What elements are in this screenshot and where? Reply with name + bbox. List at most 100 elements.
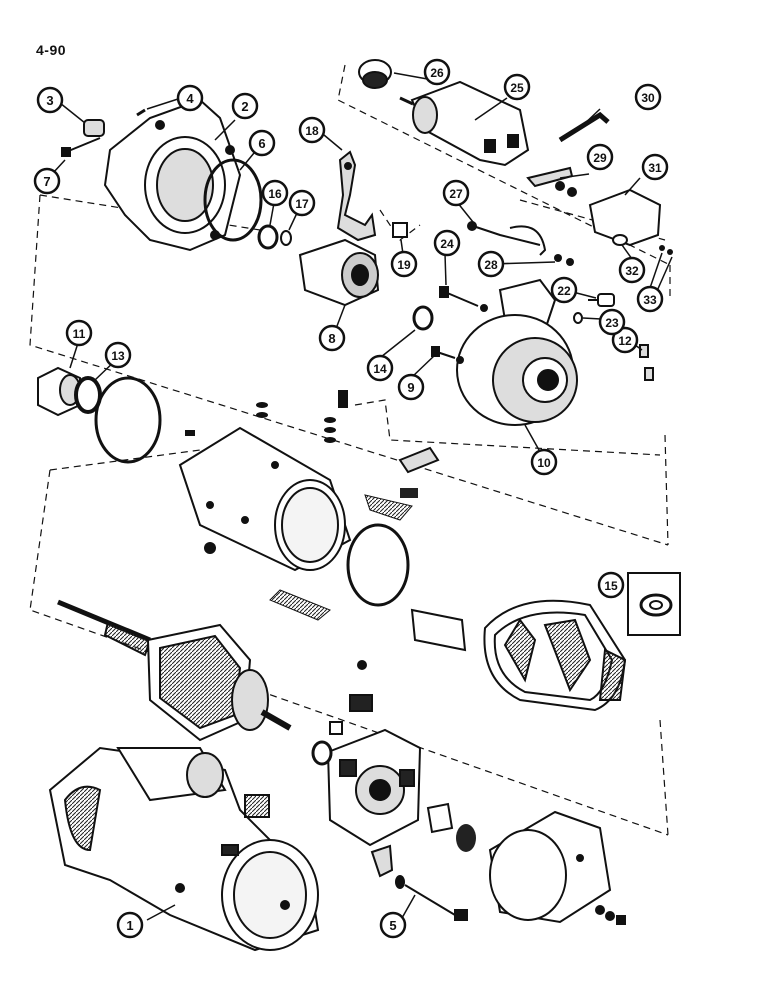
lockwasher-5	[395, 875, 405, 889]
callout-label-25: 25	[510, 81, 524, 95]
pole-shoe	[410, 608, 467, 652]
callout-6: 6	[248, 129, 276, 157]
field-insulator	[400, 488, 418, 498]
snap-ring-17	[280, 230, 292, 246]
callout-label-17: 17	[295, 197, 309, 211]
end-bushing	[426, 802, 454, 834]
callout-18: 18	[298, 116, 326, 144]
callout-label-19: 19	[397, 258, 411, 272]
thrust-washer	[311, 740, 333, 766]
callout-25: 25	[503, 73, 531, 101]
callout-label-27: 27	[449, 187, 463, 201]
callout-label-18: 18	[305, 124, 319, 138]
callout-label-32: 32	[625, 264, 639, 278]
callout-26: 26	[423, 58, 451, 86]
callout-30: 30	[634, 83, 662, 111]
cap-screw-b	[605, 911, 615, 921]
callout-3: 3	[36, 86, 64, 114]
callout-label-16: 16	[268, 187, 282, 201]
callout-1: 1	[116, 911, 144, 939]
callout-13: 13	[104, 341, 132, 369]
shift-lever-18	[336, 150, 377, 242]
callout-27: 27	[442, 179, 470, 207]
callout-label-11: 11	[73, 327, 86, 341]
callout-label-12: 12	[618, 334, 632, 348]
insulator-clip	[185, 430, 195, 436]
screw-22	[588, 293, 615, 307]
pin-4	[136, 108, 146, 117]
callout-28: 28	[477, 250, 505, 278]
callout-2: 2	[231, 92, 259, 120]
o-ring-6	[203, 158, 263, 242]
callout-11: 11	[65, 319, 93, 347]
drive-assembly-8	[298, 238, 380, 307]
o-ring-field-frame-rear	[346, 523, 410, 607]
bushing-11	[37, 366, 81, 417]
brush-screw	[357, 660, 367, 670]
callout-32: 32	[618, 256, 646, 284]
plug	[456, 824, 476, 852]
nut-29a	[555, 181, 565, 191]
callout-label-24: 24	[440, 237, 454, 251]
callout-label-14: 14	[373, 362, 387, 376]
field-frame	[178, 426, 352, 572]
callout-label-31: 31	[648, 161, 662, 175]
callout-label-15: 15	[604, 579, 618, 593]
callout-7: 7	[33, 167, 61, 195]
callout-8: 8	[318, 324, 346, 352]
screw-7	[61, 137, 101, 157]
callout-29: 29	[586, 143, 614, 171]
lead-27	[469, 224, 541, 246]
callout-label-10: 10	[537, 456, 551, 470]
drive-end-housing	[103, 98, 242, 252]
callout-16: 16	[261, 179, 289, 207]
seal-13	[74, 376, 102, 414]
callout-label-29: 29	[593, 151, 607, 165]
insulator-strip	[364, 494, 413, 521]
callout-19: 19	[390, 250, 418, 278]
nut-29b	[567, 187, 577, 197]
callout-12: 12	[611, 326, 639, 354]
callout-9: 9	[397, 373, 425, 401]
stud-12b	[644, 367, 654, 381]
boot-26	[358, 59, 392, 89]
field-lead	[398, 446, 440, 474]
callout-label-23: 23	[605, 316, 619, 330]
callout-label-4: 4	[186, 91, 194, 106]
pole-screw	[204, 542, 216, 554]
washer-32	[612, 234, 628, 246]
callout-label-8: 8	[328, 331, 335, 346]
callouts: 1 2 3 4 5 6 7 8 9 10 11 12 13 14 15 16 1…	[33, 58, 669, 939]
starter-motor-assembled-1	[48, 746, 320, 952]
callout-15: 15	[597, 571, 625, 599]
washer-16	[257, 224, 279, 250]
callout-label-3: 3	[46, 93, 53, 108]
o-ring-field-frame-front	[94, 376, 162, 464]
callout-label-9: 9	[407, 380, 414, 395]
bracket	[370, 844, 394, 878]
strap-30	[558, 111, 610, 143]
page-number: 4-90	[36, 42, 67, 58]
cap-screw-c	[616, 915, 626, 925]
field-coils	[483, 599, 627, 712]
callout-label-22: 22	[557, 284, 571, 298]
callout-5: 5	[379, 911, 407, 939]
callout-label-13: 13	[111, 349, 125, 363]
callout-24: 24	[433, 229, 461, 257]
callout-14: 14	[366, 354, 394, 382]
inset-box-15	[627, 572, 681, 636]
brush-holder-assembly	[326, 694, 422, 847]
washer-23	[573, 312, 583, 324]
callout-23: 23	[598, 308, 626, 336]
lead-28	[509, 225, 547, 256]
screw-9	[431, 346, 464, 364]
callout-label-1: 1	[126, 918, 133, 933]
callout-10: 10	[530, 448, 558, 476]
callout-31: 31	[641, 153, 669, 181]
stud-12a	[639, 344, 649, 358]
bolt-24	[439, 286, 488, 312]
terminal-stud-stack	[256, 390, 348, 443]
bushing-3	[83, 119, 105, 137]
